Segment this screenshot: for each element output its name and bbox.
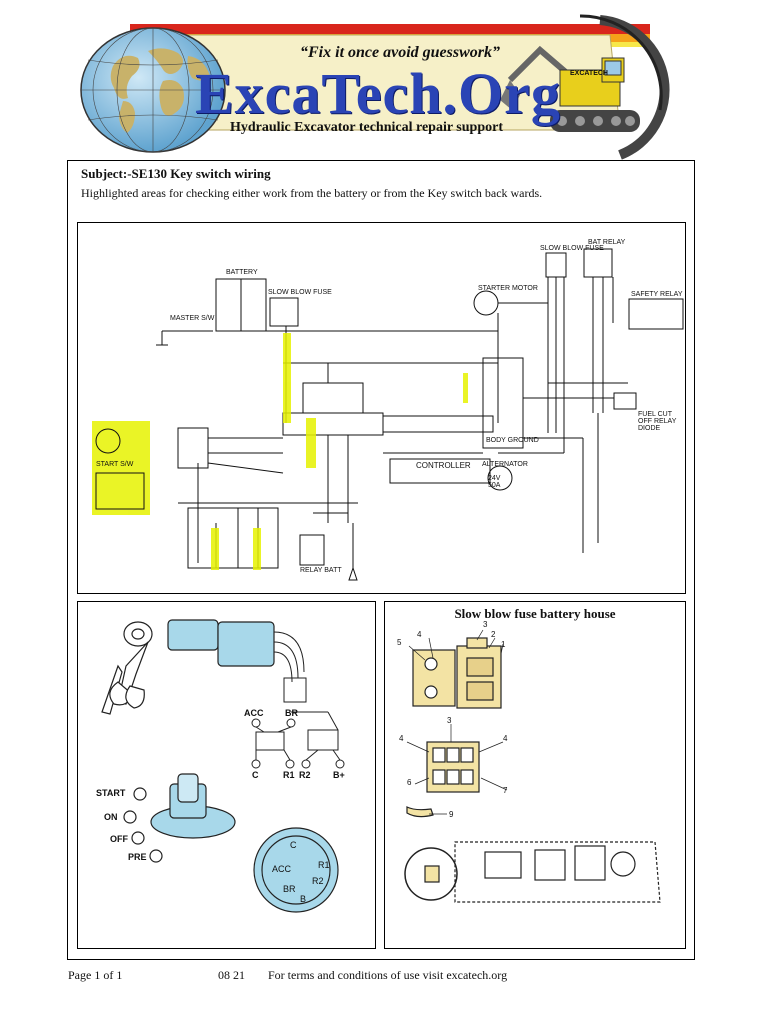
subject-line: Subject:-SE130 Key switch wiring bbox=[81, 166, 271, 181]
alternator-rating: 24V 50A bbox=[488, 475, 501, 489]
callout-4c: 4 bbox=[503, 734, 508, 743]
acc-label: ACC bbox=[244, 708, 264, 718]
callout-7: 7 bbox=[503, 786, 508, 795]
start-switch-label: START S/W bbox=[96, 461, 134, 468]
key-switch-panel: ACC BR C R1 R2 B+ START ON OFF PRE C ACC… bbox=[77, 601, 376, 949]
relay-batt-label: RELAY BATT bbox=[300, 567, 342, 574]
starter-motor-label: STARTER MOTOR bbox=[478, 285, 538, 292]
fuse-box-illustration bbox=[404, 629, 661, 903]
r2-terminal-label: R2 bbox=[299, 770, 311, 780]
face-b-label: B bbox=[300, 894, 307, 904]
br-label: BR bbox=[285, 708, 298, 718]
controller-label: CONTROLLER bbox=[416, 461, 471, 470]
b-plus-terminal-label: B+ bbox=[333, 770, 345, 780]
slow-blow-fuse-top-label: SLOW BLOW FUSE bbox=[540, 245, 604, 252]
page-number: Page 1 of 1 bbox=[68, 968, 123, 982]
wiring-schematic bbox=[92, 248, 684, 581]
on-position-label: ON bbox=[104, 812, 118, 822]
callout-3a: 3 bbox=[483, 620, 488, 629]
master-switch-label: MASTER S/W bbox=[170, 315, 215, 322]
pre-position-label: PRE bbox=[128, 852, 147, 862]
safety-relay-label: SAFETY RELAY bbox=[631, 291, 683, 298]
start-position-label: START bbox=[96, 788, 126, 798]
header-banner: EXCATECH “Fix it once avoid guesswork” E… bbox=[0, 0, 768, 160]
face-br-label: BR bbox=[283, 884, 296, 894]
callout-4b: 4 bbox=[399, 734, 404, 743]
callout-9: 9 bbox=[449, 810, 454, 819]
body-ground-label: BODY GROUND bbox=[486, 437, 539, 444]
off-position-label: OFF bbox=[110, 834, 128, 844]
tagline: “Fix it once avoid guesswork” bbox=[300, 44, 501, 61]
callout-3b: 3 bbox=[447, 716, 452, 725]
bat-relay-label: BAT RELAY bbox=[588, 239, 626, 246]
wiring-diagram-panel: BATTERY MASTER S/W SLOW BLOW FUSE STARTE… bbox=[77, 222, 686, 594]
brand-title[interactable]: ExcaTech.Org bbox=[195, 61, 561, 126]
face-r1-label: R1 bbox=[318, 860, 330, 870]
brand-subtitle: Hydraulic Excavator technical repair sup… bbox=[230, 120, 503, 135]
highlight-areas bbox=[92, 333, 468, 570]
battery-label: BATTERY bbox=[226, 269, 258, 276]
fuse-box-title: Slow blow fuse battery house bbox=[454, 606, 616, 621]
key-switch-illustration bbox=[101, 619, 345, 913]
excavator-icon bbox=[500, 45, 640, 132]
fuel-cut-off-label: FUEL CUT OFF RELAY DIODE bbox=[638, 411, 677, 432]
callout-1: 1 bbox=[501, 640, 506, 649]
r1-terminal-label: R1 bbox=[283, 770, 295, 780]
description-line: Highlighted areas for checking either wo… bbox=[81, 186, 543, 200]
face-c-label: C bbox=[290, 840, 297, 850]
callout-6: 6 bbox=[407, 778, 412, 787]
footer-date: 08 21 bbox=[218, 968, 245, 982]
alternator-label: ALTERNATOR bbox=[482, 461, 528, 468]
globe-icon bbox=[80, 27, 226, 153]
callout-5: 5 bbox=[397, 638, 402, 647]
callout-4a: 4 bbox=[417, 630, 422, 639]
callout-2: 2 bbox=[491, 630, 496, 639]
face-r2-label: R2 bbox=[312, 876, 324, 886]
document-frame bbox=[67, 160, 695, 960]
footer-terms[interactable]: For terms and conditions of use visit ex… bbox=[268, 968, 508, 982]
slow-blow-fuse-label: SLOW BLOW FUSE bbox=[268, 289, 332, 296]
face-acc-label: ACC bbox=[272, 864, 292, 874]
c-terminal-label: C bbox=[252, 770, 259, 780]
excavator-label: EXCATECH bbox=[570, 70, 608, 77]
fuse-box-panel: 5 4 3 2 1 3 4 4 6 7 9 bbox=[384, 601, 686, 949]
